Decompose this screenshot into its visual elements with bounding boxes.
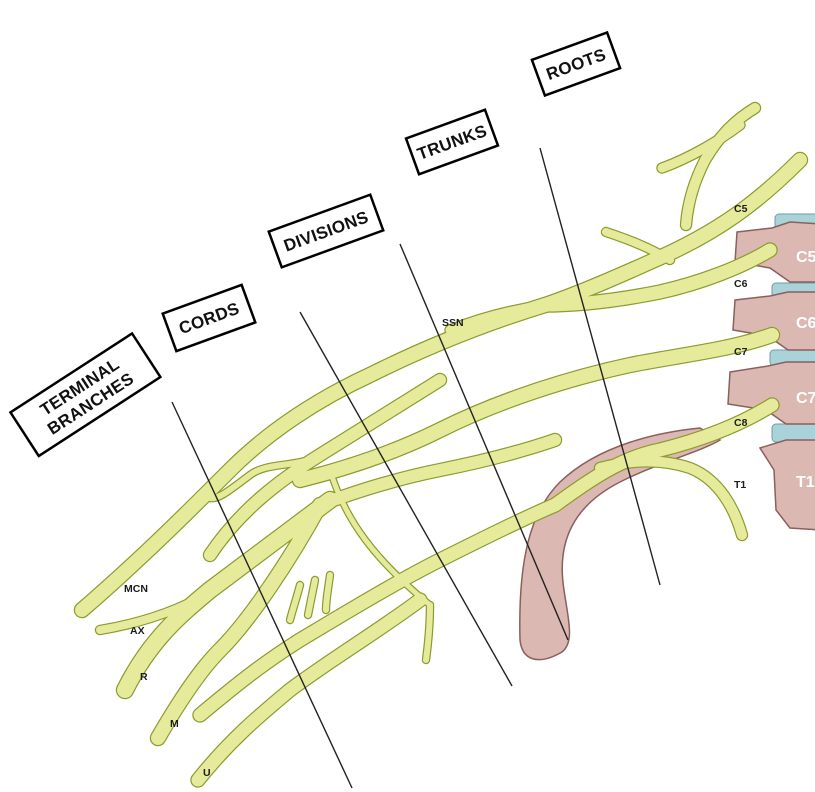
branch-label-u: U <box>203 767 211 779</box>
vertebra-label-c5: C5 <box>796 249 815 266</box>
branch-label-ax: AX <box>130 625 145 637</box>
header-divisions: DIVISIONS <box>269 195 383 268</box>
header-roots: ROOTS <box>532 32 620 95</box>
nerve-branch-2 <box>308 580 315 615</box>
root-label-t1: T1 <box>734 479 746 491</box>
root-label-c6: C6 <box>734 278 748 290</box>
root-label-c5: C5 <box>734 203 748 215</box>
root-label-c8: C8 <box>734 417 748 429</box>
nerve-root-c7 <box>300 335 772 480</box>
branch-label-r: R <box>140 671 148 683</box>
branch-label-mcn: MCN <box>124 583 148 595</box>
vertebra-label-c6: C6 <box>796 315 815 332</box>
nerve-dorsal-scap <box>606 232 670 260</box>
vertebra-label-t1: T1 <box>796 474 815 491</box>
root-label-c7: C7 <box>734 346 748 358</box>
header-trunks: TRUNKS <box>406 110 498 174</box>
header-terminal-branches: TERMINAL BRANCHES <box>10 333 160 456</box>
plexus-nerves <box>82 108 800 780</box>
vertebra-label-c7: C7 <box>796 390 815 407</box>
header-cords: CORDS <box>163 285 256 351</box>
branch-label-ssn: SSN <box>442 317 464 329</box>
branch-label-m: M <box>170 718 179 730</box>
